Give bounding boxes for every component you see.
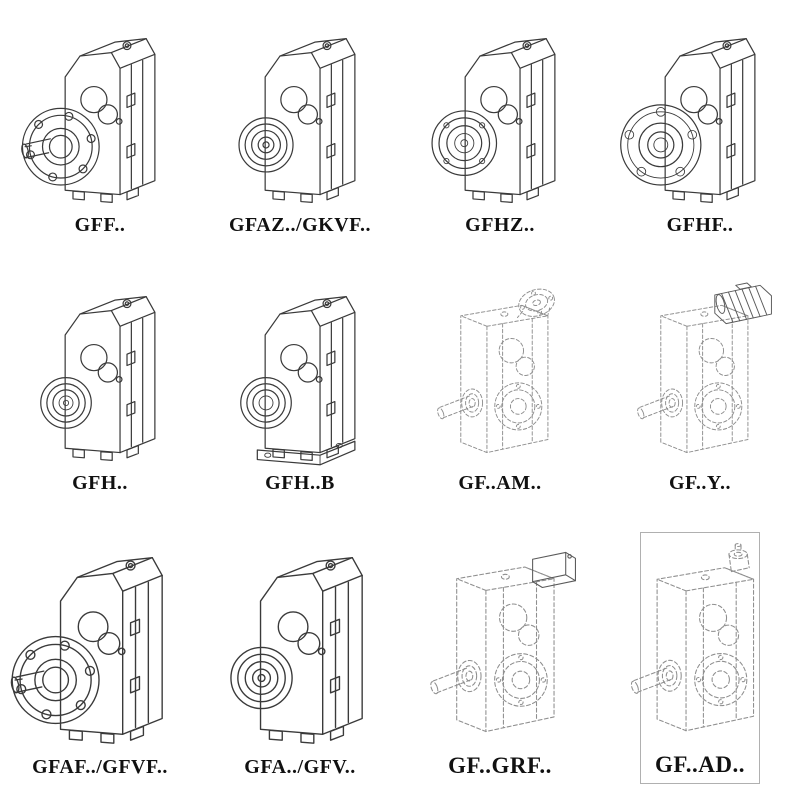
- gearbox-cell-gfad: GF..AD..: [629, 532, 760, 784]
- gfy-drawing: [635, 282, 772, 454]
- gearbox-cell-gfh: GFH..: [40, 274, 160, 500]
- model-label: GFA../GFV..: [244, 756, 356, 778]
- model-label: GFAZ../GKVF..: [228, 214, 372, 236]
- output-flange-shaft: [9, 635, 100, 725]
- coupling-block: [531, 551, 576, 589]
- gearbox-cell-gfhb: GFH..B: [240, 274, 360, 500]
- output-flange-shaft: [20, 107, 100, 186]
- housing-outline: [664, 38, 756, 204]
- model-label: GFF..: [74, 214, 126, 236]
- model-label: GFAF../GFVF..: [32, 756, 168, 778]
- output-bearing-rings: [240, 377, 292, 429]
- gearbox-cell-gfhz: GFHZ..: [431, 16, 560, 242]
- housing-outline: [464, 38, 556, 204]
- model-label: GF..AM..: [458, 472, 542, 494]
- hollow-shaft-bore: [238, 117, 294, 173]
- gfhb-drawing: [240, 296, 356, 466]
- electric-motor: [714, 282, 772, 325]
- gearbox-cell-gfhf: GFHF..: [620, 16, 760, 242]
- gearbox-cell-gfy: GF..Y..: [635, 274, 772, 500]
- output-flange-hollow: [620, 104, 702, 186]
- gfam-drawing: [435, 288, 555, 454]
- gearbox-cell-gfgrf: GF..GRF..: [428, 532, 576, 784]
- input-shaft-adapter: [727, 543, 750, 573]
- gfad-drawing: [629, 543, 754, 732]
- phantom-housing: [435, 304, 549, 454]
- gearbox-cell-gfaf: GFAF../GFVF..: [9, 532, 167, 784]
- gfhf-drawing: [620, 38, 756, 204]
- gff-drawing: [20, 38, 156, 204]
- model-label: GFH..: [72, 472, 128, 494]
- housing-outline: [64, 296, 156, 462]
- hollow-shaft-large-boss: [431, 110, 498, 177]
- gfaz-drawing: [238, 38, 356, 204]
- phantom-housing: [428, 566, 555, 733]
- output-bearing-rings: [40, 377, 92, 429]
- gfgrf-drawing: [428, 551, 576, 733]
- gfaf-drawing: [9, 556, 163, 744]
- phantom-housing: [635, 304, 749, 454]
- model-label: GFHF..: [666, 214, 734, 236]
- phantom-housing: [629, 567, 754, 732]
- hollow-shaft-bore: [230, 646, 293, 710]
- baseplate: [256, 440, 356, 466]
- gearbox-cell-gff: GFF..: [20, 16, 160, 242]
- gfhz-drawing: [431, 38, 556, 204]
- housing-outline: [264, 296, 356, 462]
- model-label: GFH..B: [265, 472, 335, 494]
- model-label: GF..AD..: [654, 752, 746, 777]
- model-label: GF..GRF..: [448, 753, 552, 778]
- model-label: GFHZ..: [465, 214, 535, 236]
- model-label: GF..Y..: [668, 472, 732, 494]
- gearbox-cell-gfam: GF..AM..: [435, 274, 560, 500]
- gfh-drawing: [40, 296, 156, 462]
- gfa-drawing: [230, 556, 363, 744]
- gearbox-cell-gfaz: GFAZ../GKVF..: [229, 16, 371, 242]
- gearbox-cell-gfa: GFA../GFV..: [230, 532, 363, 784]
- iec-input-flange: [516, 288, 555, 319]
